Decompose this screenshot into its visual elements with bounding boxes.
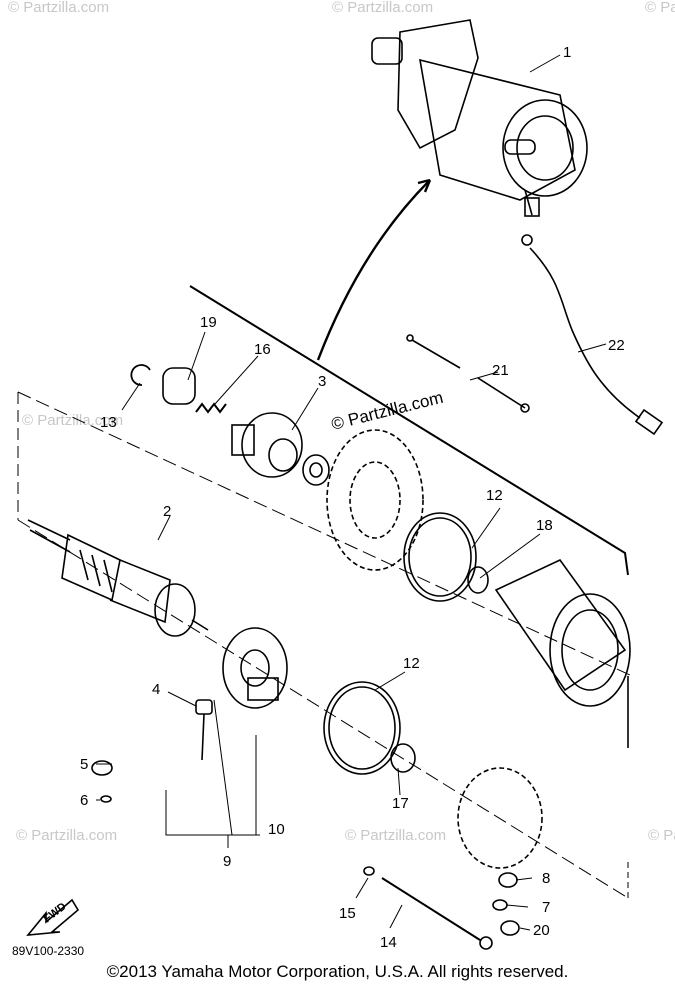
brush-part [195, 699, 213, 761]
callout-15: 15 [339, 905, 356, 922]
callout-labels: 1 2 3 4 5 6 7 8 9 10 12 12 13 14 15 16 1… [80, 44, 625, 951]
watermark-text: © Partzilla.com [345, 827, 446, 844]
brush-plate-part [222, 627, 288, 709]
callout-1: 1 [563, 44, 571, 61]
washer-15-part [363, 866, 375, 876]
o-ring-lower-part [323, 681, 401, 775]
callout-21: 21 [492, 362, 509, 379]
callout-7: 7 [542, 899, 550, 916]
callout-12-upper: 12 [486, 487, 503, 504]
callout-3: 3 [318, 373, 326, 390]
nut-part [100, 795, 112, 803]
washer-part [302, 454, 330, 486]
o-ring-part [403, 512, 477, 602]
drawing-code: 89V100-2330 [12, 944, 84, 958]
yoke-part [494, 558, 631, 707]
through-bolt-part [381, 877, 493, 950]
washer-lower-part [390, 743, 416, 773]
lead-wire-part [521, 234, 664, 436]
leader-lines [96, 54, 607, 931]
collar-part [162, 367, 196, 405]
callout-5: 5 [80, 756, 88, 773]
bolt-part [406, 334, 530, 413]
nut-20-part [500, 920, 520, 936]
callout-14: 14 [380, 934, 397, 951]
watermark-text: © Partzilla.com [22, 412, 123, 429]
callout-16: 16 [254, 341, 271, 358]
callout-17: 17 [392, 795, 409, 812]
spring-part [195, 402, 227, 414]
copyright-notice: ©2013 Yamaha Motor Corporation, U.S.A. A… [106, 962, 569, 981]
watermark-main: © Partzilla.com [329, 388, 445, 434]
callout-8: 8 [542, 870, 550, 887]
watermark-text: © Partzilla.com [332, 0, 433, 16]
fwd-arrow-icon: FWD [26, 898, 80, 936]
watermark-text: © Partzilla.com [8, 0, 109, 16]
callout-20: 20 [533, 922, 550, 939]
callout-19: 19 [200, 314, 217, 331]
armature-part [27, 519, 209, 637]
clutch-assembly-part [231, 412, 303, 478]
watermark-layer: © Partzilla.com © Partzilla.com © Partzi… [8, 0, 675, 844]
callout-18: 18 [536, 517, 553, 534]
callout-4: 4 [152, 681, 160, 698]
assembly-arrow [316, 178, 432, 361]
washer-7-part [492, 899, 508, 911]
callout-22: 22 [608, 337, 625, 354]
callout-6: 6 [80, 792, 88, 809]
callout-13: 13 [100, 414, 117, 431]
watermark-text: © Partzilla.com [648, 827, 675, 844]
grommet-part [91, 760, 113, 776]
nut-8-part [498, 872, 518, 888]
watermark-text: © Partzilla.com [16, 827, 117, 844]
watermark-text: © Partzilla.com [645, 0, 675, 16]
exploded-frame [17, 285, 633, 899]
front-cover-part [326, 429, 424, 571]
circlip-part [130, 364, 151, 386]
rear-cover-part [457, 767, 543, 869]
callout-12-lower: 12 [403, 655, 420, 672]
thrust-washer-part [467, 566, 489, 594]
callout-10: 10 [268, 821, 285, 838]
callout-2: 2 [163, 503, 171, 520]
starter-motor-part [371, 19, 588, 217]
callout-9: 9 [223, 853, 231, 870]
